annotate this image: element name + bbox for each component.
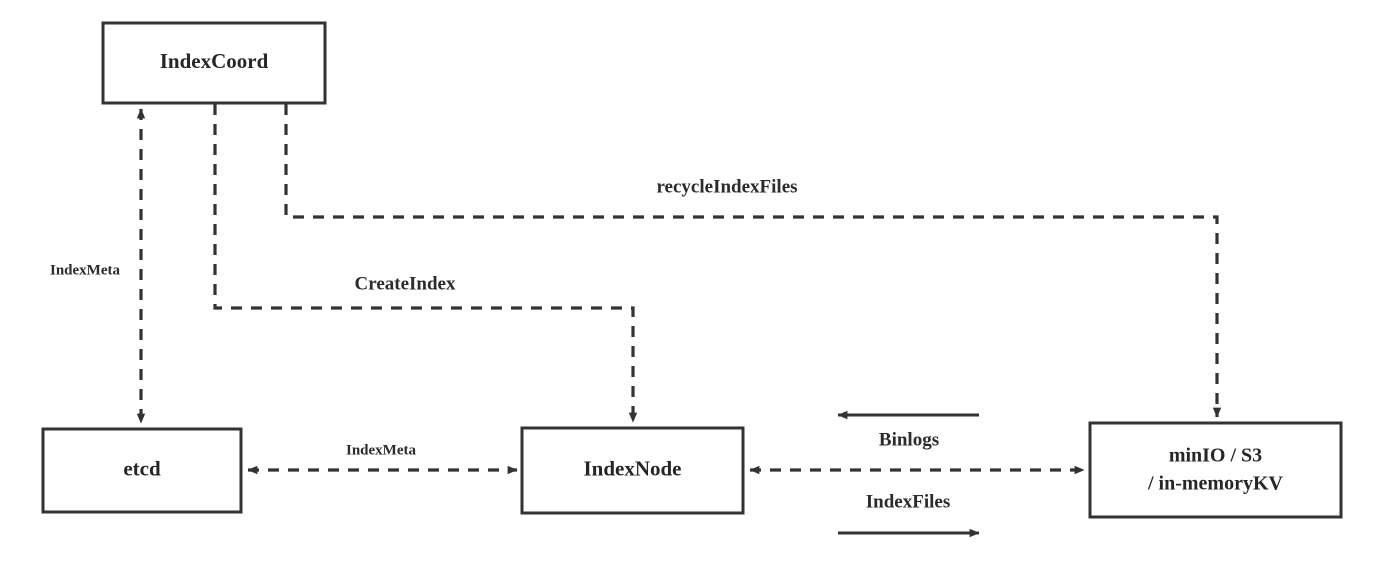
node-box-index-coord	[101, 21, 327, 105]
node-label-index-node: IndexNode	[583, 456, 681, 480]
node-label-etcd: etcd	[123, 456, 161, 480]
node-box-index-node	[520, 426, 745, 515]
edge-label-index-files: IndexFiles	[866, 491, 950, 512]
edge-create-index	[213, 104, 638, 423]
node-label-index-coord: IndexCoord	[160, 49, 269, 73]
node-box-minio-s3	[1088, 421, 1343, 519]
edge-layer	[136, 104, 1222, 538]
node-minio-s3[interactable]: minIO / S3 / in-memoryKV	[1088, 421, 1343, 519]
edge-label-recycle-index-files: recycleIndexFiles	[656, 176, 797, 197]
node-label2-minio-s3: / in-memoryKV	[1147, 473, 1284, 495]
node-index-coord[interactable]: IndexCoord	[101, 21, 327, 105]
edge-label-etcd-index-node-meta: IndexMeta	[346, 442, 416, 458]
node-layer: IndexCoord etcd IndexNode minIO / S3 / in-me…	[41, 21, 1343, 519]
edge-recycle-index-files	[284, 104, 1222, 418]
edge-label-layer: IndexMetaCreateIndexrecycleIndexFilesInd…	[50, 176, 950, 512]
edge-label-binlogs: Binlogs	[879, 429, 939, 450]
edge-label-index-meta-vertical: IndexMeta	[50, 262, 120, 278]
node-label-minio-s3: minIO / S3	[1169, 445, 1262, 467]
node-box-etcd	[41, 427, 243, 514]
node-etcd[interactable]: etcd	[41, 427, 243, 514]
edge-label-create-index: CreateIndex	[355, 273, 456, 294]
node-index-node[interactable]: IndexNode	[520, 426, 745, 515]
